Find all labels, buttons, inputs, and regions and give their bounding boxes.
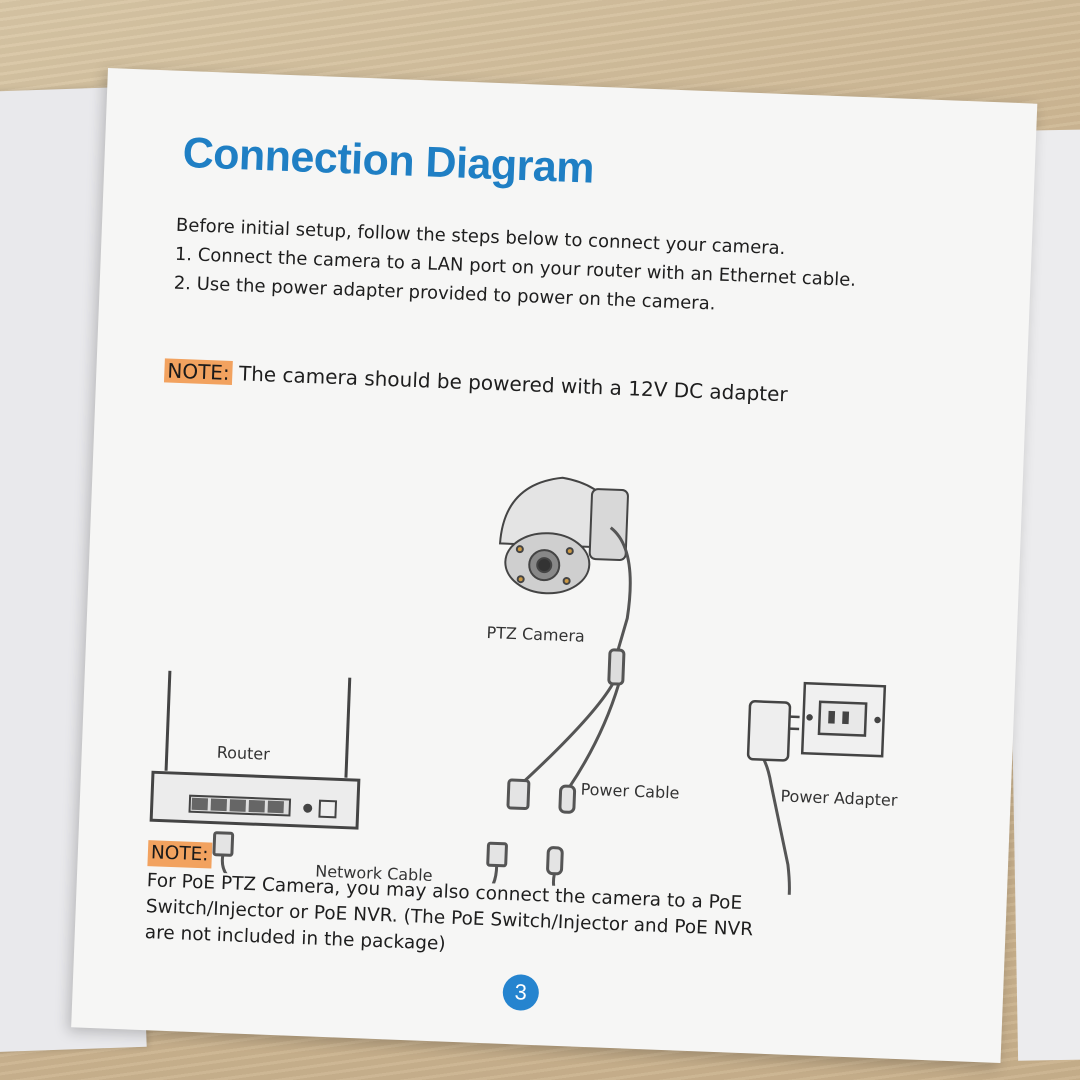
router-label: Router	[216, 743, 270, 764]
page-title: Connection Diagram	[181, 128, 595, 193]
router-icon	[149, 670, 361, 830]
page-number-badge: 3	[502, 973, 540, 1012]
manual-page: Connection Diagram Before initial setup,…	[71, 68, 1038, 1063]
power-adapter-label: Power Adapter	[780, 786, 898, 809]
power-note-text: The camera should be powered with a 12V …	[238, 361, 789, 407]
ptz-camera-label: PTZ Camera	[486, 623, 585, 646]
intro-text: Before initial setup, follow the steps b…	[173, 211, 896, 326]
connection-diagram: PTZ Camera Router	[149, 476, 898, 904]
note-tag: NOTE:	[147, 840, 212, 869]
wall-outlet-icon	[800, 681, 887, 758]
note-tag: NOTE:	[163, 358, 234, 386]
power-note: NOTE: The camera should be powered with …	[163, 358, 789, 407]
power-cable	[546, 741, 791, 904]
camera-cable	[506, 526, 632, 814]
power-cable-label: Power Cable	[580, 780, 680, 803]
ptz-camera-icon	[498, 476, 629, 595]
power-adapter-icon	[746, 700, 800, 762]
